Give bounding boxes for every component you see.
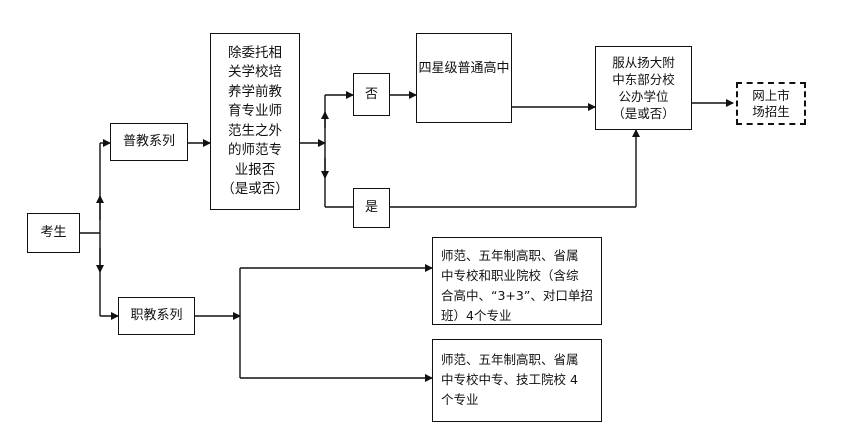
node-shifan2: 师范、五年制高职、省属 中专校中专、技工院校 4 个专业 xyxy=(432,339,602,422)
node-fou-label: 否 xyxy=(364,86,378,102)
node-zhijiao: 职教系列 xyxy=(118,297,195,335)
node-sixing-label: 四星级普通高中 xyxy=(418,61,510,76)
node-pujiao-label: 普教系列 xyxy=(122,134,175,149)
node-wangshang-label: 网上市 场招生 xyxy=(752,87,790,119)
node-shifan2-label: 师范、五年制高职、省属 中专校中专、技工院校 4 个专业 xyxy=(441,352,579,407)
node-chuwei: 除委托相 关学校培 养学前教 育专业师 范生之外 的师范专 业报否 （是或否） xyxy=(210,33,300,210)
node-zhijiao-label: 职教系列 xyxy=(130,308,183,323)
node-wangshang: 网上市 场招生 xyxy=(736,82,806,125)
node-shi-label: 是 xyxy=(364,200,378,215)
node-kaosheng: 考生 xyxy=(27,213,80,253)
node-kaosheng-label: 考生 xyxy=(40,225,67,240)
node-chuwei-label: 除委托相 关学校培 养学前教 育专业师 范生之外 的师范专 业报否 （是或否） xyxy=(221,44,289,198)
node-shifan1: 师范、五年制高职、省属 中专校和职业院校（含综 合高中、“3+3”、对口单招 班… xyxy=(432,237,602,325)
node-sixing: 四星级普通高中 xyxy=(416,33,512,123)
node-shi: 是 xyxy=(353,188,390,228)
node-fucong: 服从扬大附 中东部分校 公办学位 （是或否） xyxy=(595,46,692,130)
node-fucong-label: 服从扬大附 中东部分校 公办学位 （是或否） xyxy=(612,55,675,121)
node-fou: 否 xyxy=(353,73,390,116)
node-shifan1-label: 师范、五年制高职、省属 中专校和职业院校（含综 合高中、“3+3”、对口单招 班… xyxy=(441,248,593,323)
node-pujiao: 普教系列 xyxy=(110,123,188,161)
